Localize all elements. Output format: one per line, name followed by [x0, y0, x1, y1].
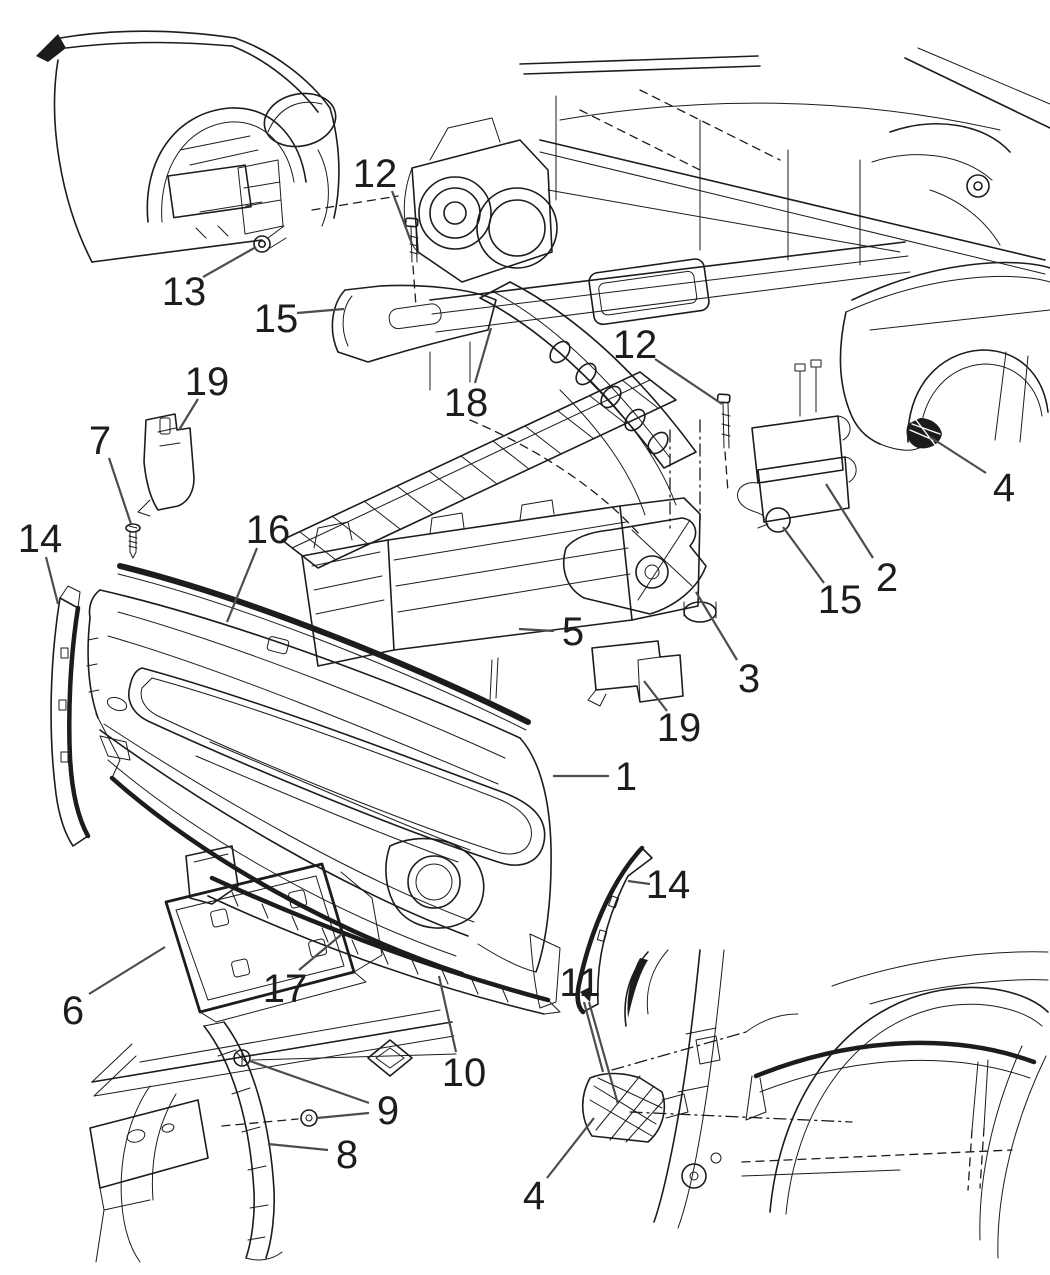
leader-line-7	[107, 457, 133, 525]
callout-2: 2	[876, 556, 898, 600]
energy-absorber	[281, 371, 677, 569]
callout-6: 6	[62, 989, 84, 1033]
callout-3: 3	[738, 657, 760, 701]
callout-9: 9	[377, 1089, 399, 1133]
callout-15: 15	[818, 578, 863, 622]
callout-4: 4	[993, 466, 1015, 510]
bracket-19-lower	[587, 640, 684, 707]
license-plate-bracket	[164, 862, 383, 1023]
headlamp-housing	[403, 117, 558, 283]
applique-14-right	[575, 845, 653, 1015]
callout-14: 14	[18, 517, 63, 561]
fascia-support-bracket	[581, 1072, 689, 1143]
callout-8: 8	[336, 1133, 358, 1177]
bumper-reinforcement	[469, 281, 697, 536]
callout-12: 12	[613, 323, 658, 367]
screw-7	[125, 523, 141, 559]
air-dam	[185, 845, 561, 1015]
crash-can-assembly	[737, 359, 857, 523]
callout-14: 14	[646, 863, 691, 907]
callout-17: 17	[263, 967, 308, 1011]
sketch-left-underbody	[89, 1009, 457, 1263]
leader-line-6	[88, 946, 166, 995]
leader-line-4	[929, 436, 987, 474]
applique-14-left	[50, 585, 91, 847]
callout-19: 19	[657, 706, 702, 750]
leader-line-12	[654, 358, 723, 405]
clip-9-lower	[300, 1109, 318, 1127]
right-fender	[839, 261, 1050, 451]
callout-12: 12	[353, 152, 398, 196]
leader-line-17	[298, 933, 343, 971]
bolt-13	[253, 225, 287, 253]
callout-10: 10	[442, 1051, 487, 1095]
leader-line-14	[627, 879, 651, 886]
leader-line-15	[782, 526, 825, 584]
sight-shield	[331, 284, 497, 391]
sketch-front-end-assembly	[281, 47, 1050, 623]
leader-line-8	[267, 1142, 329, 1152]
leader-line-13	[202, 246, 257, 278]
leader-line-5	[518, 627, 555, 633]
callout-4: 4	[523, 1174, 545, 1218]
sketch-right-wheelhouse	[581, 949, 1049, 1259]
callout-5: 5	[562, 610, 584, 654]
leader-line-2	[825, 483, 874, 559]
tow-bracket	[562, 419, 791, 623]
leader-line-15	[296, 307, 345, 315]
leader-line-19	[178, 398, 199, 431]
leader-line-18	[473, 327, 493, 384]
leader-line-14	[44, 556, 60, 605]
callout-1: 1	[615, 755, 637, 799]
sketch-front-quarter-view	[36, 30, 399, 263]
bracket-19-upper	[137, 413, 195, 517]
leader-line-19	[643, 680, 668, 712]
callout-7: 7	[89, 419, 111, 463]
leader-line-12	[390, 190, 414, 245]
callout-15: 15	[254, 297, 299, 341]
leader-line-11	[587, 1001, 620, 1105]
leader-line-9	[316, 1111, 370, 1120]
leader-line-10	[437, 975, 458, 1053]
bolt-12-lower	[716, 393, 731, 493]
front-fascia	[86, 563, 561, 1009]
clip-9-upper	[233, 1049, 251, 1067]
leader-line-4	[546, 1117, 595, 1179]
callout-13: 13	[162, 270, 207, 314]
callout-18: 18	[444, 381, 489, 425]
callout-19: 19	[185, 360, 230, 404]
leader-line-9	[249, 1059, 370, 1105]
leader-line-16	[225, 547, 259, 623]
grille-shutter-assembly	[301, 497, 701, 701]
callout-11: 11	[559, 961, 601, 1005]
callout-16: 16	[246, 508, 291, 552]
molding-16	[117, 563, 531, 725]
leader-line-3	[695, 591, 738, 661]
leader-line-11	[582, 1001, 605, 1073]
